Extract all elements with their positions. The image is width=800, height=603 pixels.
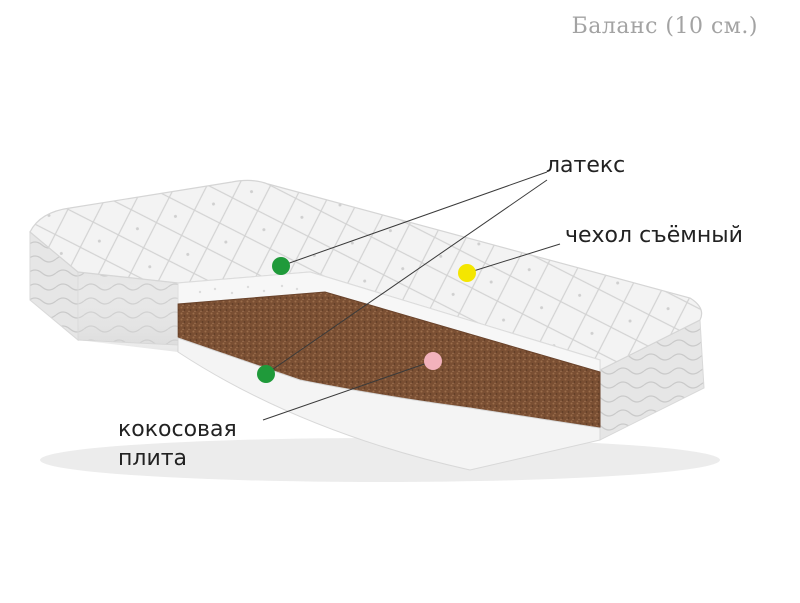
leader-line-latex-top xyxy=(280,171,548,267)
leader-line-cover xyxy=(466,243,561,274)
marker-latex-top xyxy=(272,257,290,275)
label-latex: латекс xyxy=(546,153,626,178)
label-coconut-line1: кокосовая xyxy=(118,417,237,442)
leader-line-latex-bottom xyxy=(265,179,548,375)
marker-cover xyxy=(458,264,476,282)
label-coconut-slab: кокосовая плита xyxy=(118,416,237,473)
latex-pores xyxy=(198,284,299,295)
marker-coconut xyxy=(424,352,442,370)
side-shade xyxy=(78,272,178,352)
bottom-cover-layer xyxy=(177,337,601,471)
label-removable-cover: чехол съёмный xyxy=(565,223,743,248)
label-coconut-line2: плита xyxy=(118,445,188,471)
product-title: Баланс (10 см.) xyxy=(571,14,758,39)
leader-line-coconut xyxy=(262,360,434,421)
marker-latex-bottom xyxy=(257,365,275,383)
mattress-top-cover xyxy=(29,179,703,371)
